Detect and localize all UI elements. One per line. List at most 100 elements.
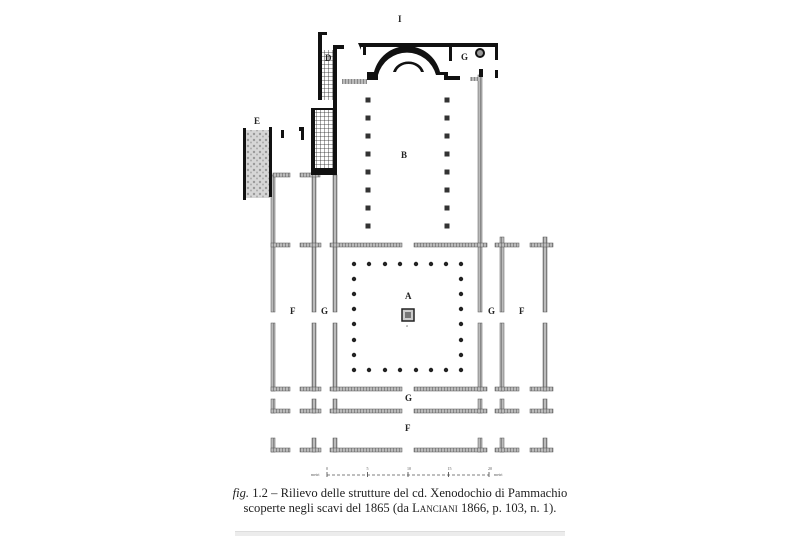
column (397, 261, 403, 267)
wall (332, 322, 338, 392)
scale-tick-label: 15 (448, 466, 452, 471)
wall (499, 236, 505, 313)
wall (494, 447, 520, 453)
column (413, 367, 419, 373)
label-D: D (325, 53, 332, 63)
column (458, 337, 464, 343)
column (351, 352, 357, 358)
label-E: E (254, 116, 260, 126)
wall (413, 386, 488, 392)
column (428, 367, 434, 373)
caption-text: 1.2 – Rilievo delle strutture del cd. Xe… (243, 486, 568, 515)
fountain (401, 308, 415, 322)
wall (270, 322, 276, 392)
wall (329, 408, 403, 414)
caption-fig-label: fig. (232, 486, 250, 500)
label-fountain: a (406, 323, 408, 328)
column (413, 261, 419, 267)
column (397, 367, 403, 373)
column (458, 276, 464, 282)
label-I: I (398, 14, 402, 24)
column-base (444, 187, 450, 193)
column (351, 367, 357, 373)
column (443, 367, 449, 373)
column (351, 276, 357, 282)
wall (477, 322, 483, 392)
wall (529, 242, 554, 248)
column (458, 291, 464, 297)
label-F-right: F (519, 306, 525, 316)
column (351, 337, 357, 343)
caption-author: Lanciani (412, 500, 458, 515)
column-base (444, 97, 450, 103)
wall (499, 322, 505, 392)
column-base (365, 151, 371, 157)
column-base (365, 97, 371, 103)
wall (413, 408, 488, 414)
column (443, 261, 449, 267)
column (351, 291, 357, 297)
wall (311, 322, 317, 392)
wall (413, 447, 488, 453)
scale-unit-left: metri (311, 472, 320, 477)
courtyard-colonnade (351, 261, 464, 373)
figure-caption: fig. 1.2 – Rilievo delle strutture del c… (222, 486, 578, 515)
column (351, 306, 357, 312)
column-base (365, 133, 371, 139)
label-F-bottom: F (405, 423, 411, 433)
scale-unit-right: metri (494, 472, 503, 477)
label-G-top: G (461, 52, 468, 62)
wall (299, 242, 322, 248)
column-base (365, 115, 371, 121)
caption-text-end: 1866, p. 103, n. 1). (457, 500, 557, 515)
scale-tick-label: 5 (367, 466, 369, 471)
column-base (444, 205, 450, 211)
wall (272, 172, 291, 178)
label-F-left: F (290, 306, 296, 316)
wall (329, 386, 403, 392)
apse-and-stair-walls (243, 32, 498, 200)
wall (299, 447, 322, 453)
label-G-left: G (321, 306, 328, 316)
column (458, 367, 464, 373)
column (351, 261, 357, 267)
column (458, 306, 464, 312)
page-bottom-strip (235, 531, 565, 536)
column (351, 321, 357, 327)
scale-tick-label: 0 (326, 466, 328, 471)
wall (542, 236, 548, 313)
wall (477, 74, 483, 313)
wall (329, 447, 403, 453)
column-base (365, 205, 371, 211)
wall (270, 386, 291, 392)
column-base (365, 169, 371, 175)
wall (542, 322, 548, 392)
wall (494, 242, 520, 248)
scale-tick-label: 10 (407, 466, 411, 471)
label-G-bottom: G (405, 393, 412, 403)
plan-labels: I D G E B A F G G F G F a (254, 14, 525, 433)
wall (529, 447, 554, 453)
label-G-right: G (488, 306, 495, 316)
wall (529, 408, 554, 414)
wall (413, 242, 488, 248)
wall (329, 242, 403, 248)
label-A: A (405, 291, 412, 301)
column-base (444, 223, 450, 229)
wall (299, 386, 322, 392)
scale-bar: metri metri 0 5 10 15 20 (311, 466, 503, 477)
column (382, 261, 388, 267)
column (458, 261, 464, 267)
scale-tick-label: 20 (488, 466, 492, 471)
column-base (444, 151, 450, 157)
wall (270, 408, 291, 414)
wall (494, 408, 520, 414)
column (366, 261, 372, 267)
wall (299, 408, 322, 414)
column (366, 367, 372, 373)
column (428, 261, 434, 267)
column (382, 367, 388, 373)
column (458, 352, 464, 358)
column-base (444, 115, 450, 121)
